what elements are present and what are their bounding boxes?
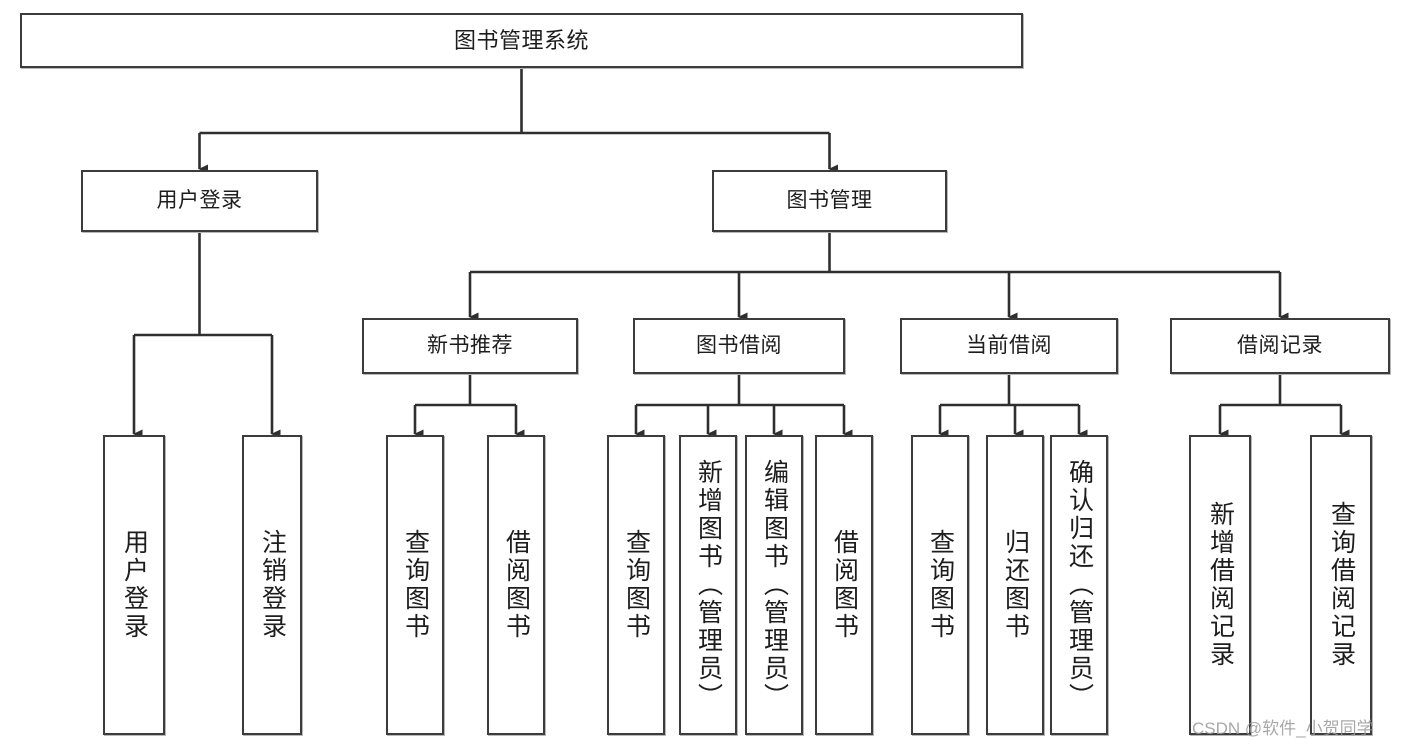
node-root[interactable]: 图书管理系统 (20, 13, 1023, 68)
node-label-borrow-record: 借阅记录 (1237, 333, 1323, 357)
node-leaf-user-logout[interactable]: 注销登录 (242, 435, 302, 735)
node-label-leaf-add-record: 新增借阅记录 (1206, 501, 1235, 669)
node-leaf-borrow-book-1[interactable]: 借阅图书 (487, 435, 545, 735)
node-label-book-borrow: 图书借阅 (696, 333, 782, 357)
node-leaf-return-book[interactable]: 归还图书 (986, 435, 1044, 735)
node-label-leaf-user-logout: 注销登录 (258, 529, 287, 641)
node-label-leaf-edit-book: 编辑图书（管理员） (760, 459, 789, 711)
node-label-leaf-user-login: 用户登录 (120, 529, 149, 641)
node-label-leaf-borrow-book-1: 借阅图书 (502, 529, 531, 641)
node-leaf-user-login[interactable]: 用户登录 (103, 435, 165, 735)
node-new-book-recommend[interactable]: 新书推荐 (362, 318, 578, 374)
node-leaf-edit-book[interactable]: 编辑图书（管理员） (745, 435, 803, 735)
node-current-borrow[interactable]: 当前借阅 (900, 318, 1118, 374)
node-leaf-add-record[interactable]: 新增借阅记录 (1189, 435, 1251, 735)
node-label-root: 图书管理系统 (453, 27, 589, 53)
node-borrow-record[interactable]: 借阅记录 (1170, 318, 1390, 374)
node-leaf-query-record[interactable]: 查询借阅记录 (1310, 435, 1372, 735)
node-leaf-query-book-2[interactable]: 查询图书 (607, 435, 665, 735)
node-leaf-borrow-book-2[interactable]: 借阅图书 (815, 435, 873, 735)
node-label-leaf-query-book-3: 查询图书 (926, 529, 955, 641)
node-leaf-query-book-1[interactable]: 查询图书 (386, 435, 444, 735)
node-label-user-login: 用户登录 (156, 188, 243, 212)
node-user-login[interactable]: 用户登录 (81, 170, 318, 232)
node-leaf-query-book-3[interactable]: 查询图书 (911, 435, 969, 735)
node-leaf-add-book[interactable]: 新增图书（管理员） (679, 435, 737, 735)
node-label-leaf-query-book-1: 查询图书 (401, 529, 430, 641)
node-label-leaf-query-record: 查询借阅记录 (1327, 501, 1356, 669)
connector-group (132, 68, 1350, 439)
node-label-new-book-recommend: 新书推荐 (427, 333, 513, 357)
node-label-leaf-add-book: 新增图书（管理员） (694, 459, 723, 711)
node-book-manage[interactable]: 图书管理 (712, 170, 947, 232)
node-label-leaf-return-book: 归还图书 (1001, 529, 1030, 641)
node-label-leaf-borrow-book-2: 借阅图书 (830, 529, 859, 641)
node-book-borrow[interactable]: 图书借阅 (633, 318, 845, 374)
node-label-leaf-query-book-2: 查询图书 (622, 529, 651, 641)
node-leaf-confirm-return[interactable]: 确认归还（管理员） (1050, 435, 1108, 735)
node-label-leaf-confirm-return: 确认归还（管理员） (1065, 459, 1094, 711)
node-label-book-manage: 图书管理 (786, 188, 873, 212)
node-label-current-borrow: 当前借阅 (966, 333, 1052, 357)
